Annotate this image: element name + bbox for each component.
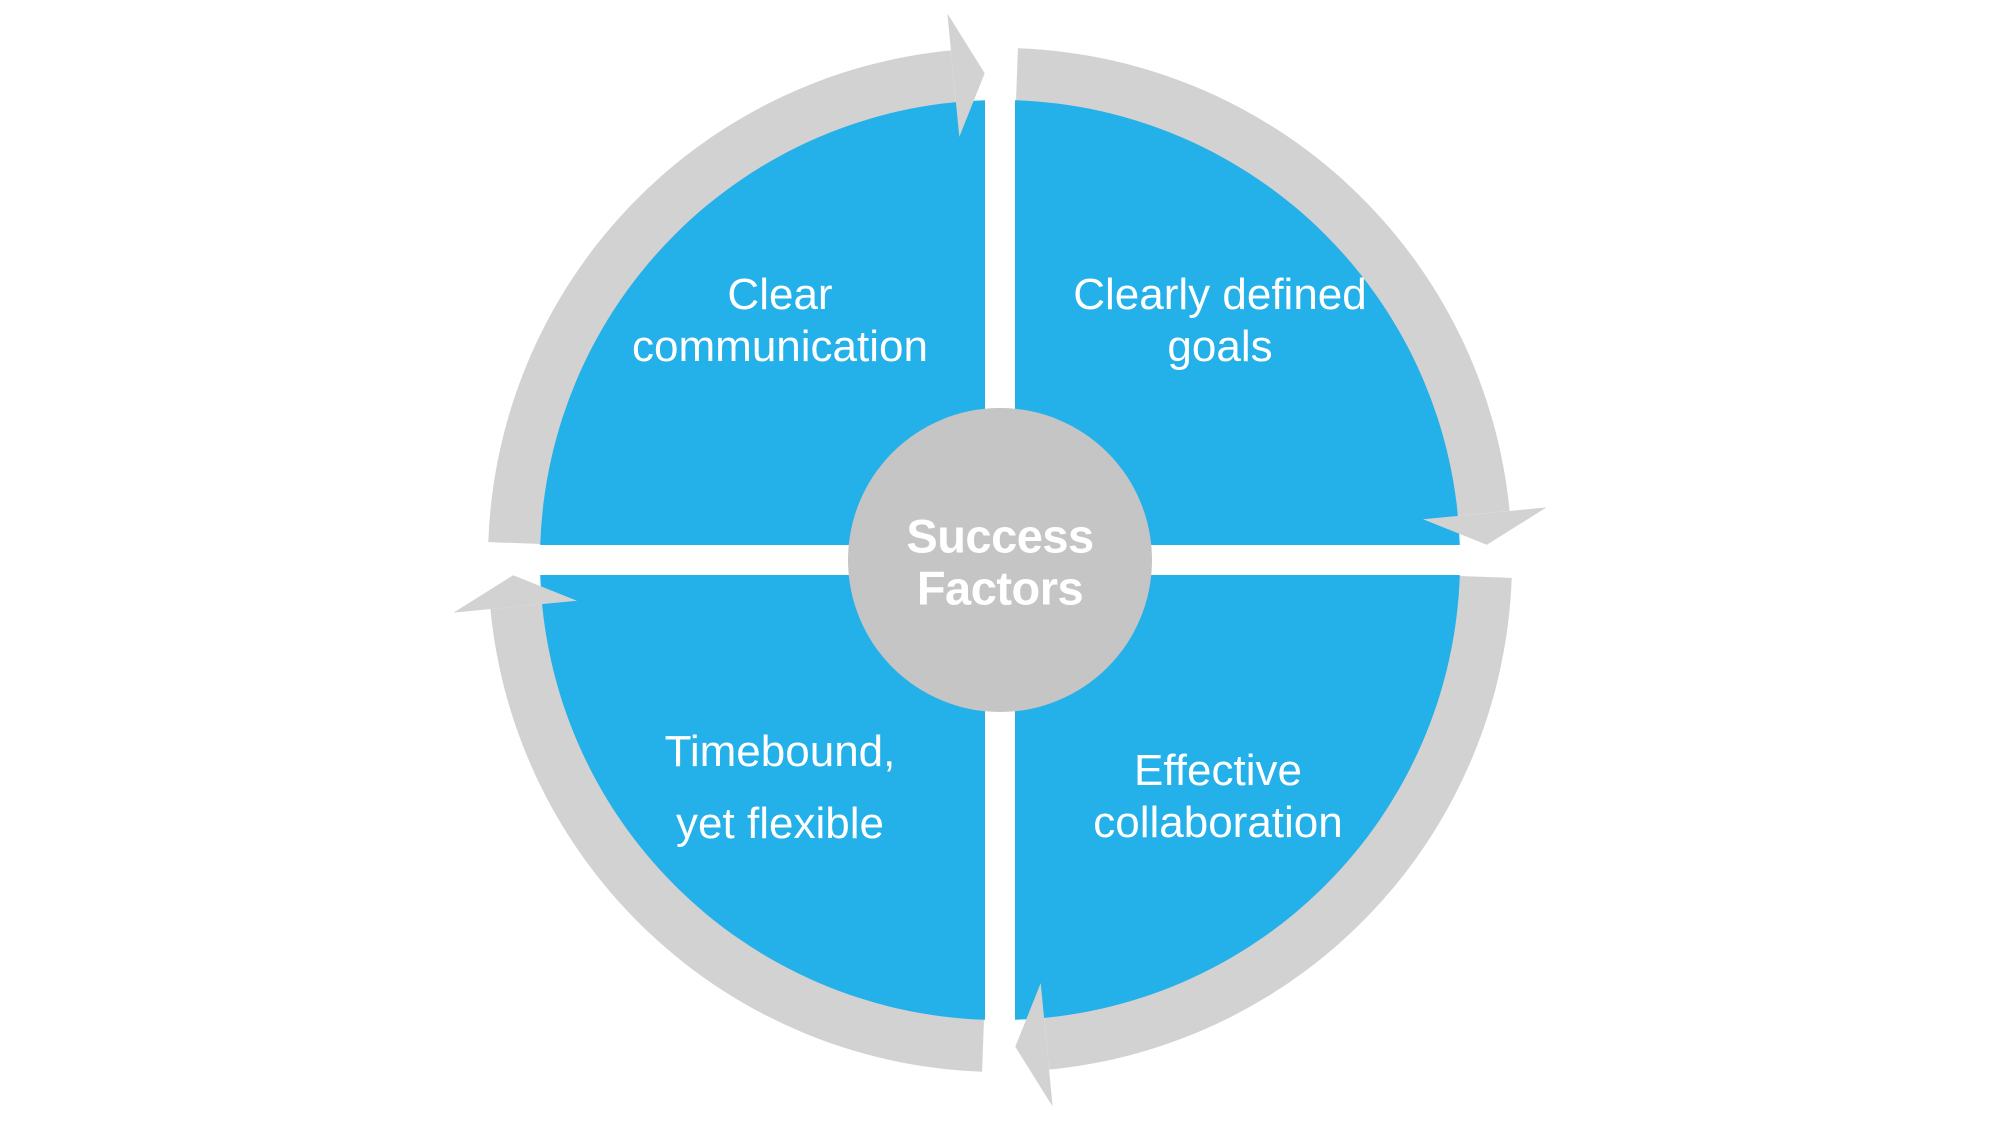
label-line: yet flexible: [676, 799, 884, 848]
label-line: Clear: [727, 270, 833, 320]
quadrant-top-left: [540, 100, 985, 545]
label-line: Clearly defined: [1073, 270, 1367, 320]
quadrant-bottom-right: [1015, 575, 1460, 1020]
ring-arc-bottom-left: [490, 603, 985, 1072]
quadrant-label-top-left: Clear communication: [632, 269, 928, 373]
label-line: Effective: [1134, 746, 1302, 796]
ring-arc-bottom-right: [1043, 575, 1512, 1070]
arrowhead-top-icon: [947, 13, 985, 137]
label-line: Timebound,: [664, 726, 896, 776]
hub-title-line: Success: [906, 509, 1094, 563]
arrowhead-bottom-icon: [1015, 983, 1053, 1107]
ring-arc-top-left: [488, 50, 957, 545]
quadrant-top-right: [1015, 100, 1460, 545]
label-line: communication: [632, 322, 928, 371]
hub-title-line: Factors: [916, 561, 1084, 614]
label-line: collaboration: [1093, 798, 1343, 847]
hub-circle: [848, 408, 1152, 712]
quadrant-label-top-right: Clearly defined goals: [1073, 269, 1367, 373]
quadrant-bottom-left: [540, 575, 985, 1020]
arrowhead-right-icon: [1423, 507, 1547, 545]
quadrant-label-bottom-right: Effective collaboration: [1093, 745, 1343, 849]
ring-arc-top-right: [1015, 48, 1510, 517]
quadrant-label-bottom-left: Timebound, yet flexible: [665, 716, 896, 860]
label-line: goals: [1167, 322, 1273, 371]
hub-title: Success Factors: [906, 509, 1094, 614]
arrowhead-left-icon: [453, 575, 577, 613]
